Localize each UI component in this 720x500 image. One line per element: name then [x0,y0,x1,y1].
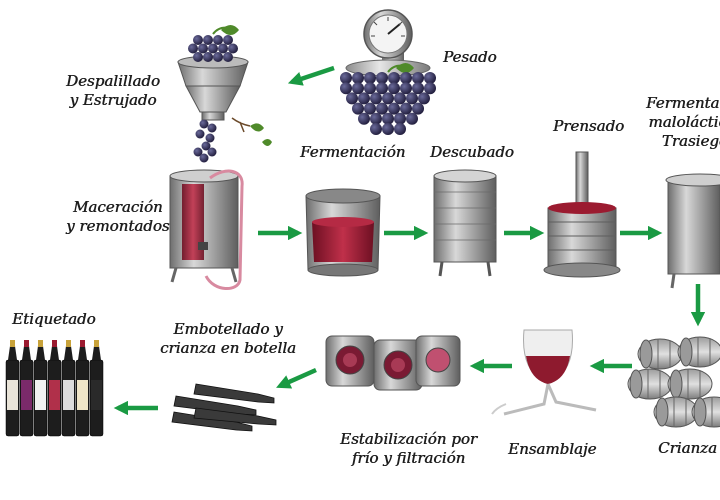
fermentation-vat-icon [305,188,381,277]
wine-press-icon [543,151,621,278]
stabilization-drums-icon [325,335,461,391]
label-ensamblaje: Ensamblaje [508,440,597,458]
label-estabilizacion: Estabilización por frío y filtración [340,430,477,468]
stem-leaf-icon [231,117,272,146]
falling-grapes-icon [193,119,217,163]
label-malolactica: Fermentación maloláctica y Trasiegos [646,94,720,151]
label-despalillado-line2: y Estrujado [69,91,157,109]
label-descubado: Descubado [430,143,514,161]
scale-icon [345,9,431,77]
label-maceracion: Maceración y remontados [66,198,170,236]
drain-tank-icon [433,169,497,277]
label-maceracion-line2: y remontados [66,217,170,235]
label-etiquetado: Etiquetado [12,310,96,328]
label-pesado: Pesado [443,48,497,66]
malolactic-tank-icon [665,173,720,289]
label-embotellado-line2: crianza en botella [160,339,296,357]
barrels-icon [627,336,720,428]
arrow-pesado-to-despalillado [287,65,335,86]
grape-bunch-icon [340,63,436,135]
label-malolactica-line1: Fermentación [646,94,720,112]
grape-bunch-small-icon [188,25,239,62]
label-embotellado: Embotellado y crianza en botella [160,320,296,358]
arrow-estabilizacion-to-embotellado [276,367,317,389]
label-malolactica-line3: Trasiegos [661,132,720,150]
label-malolactica-line2: maloláctica y [648,113,720,131]
label-estabilizacion-line1: Estabilización por [340,430,477,448]
label-fermentacion: Fermentación [300,143,406,161]
destemmer-hopper-icon [177,55,249,121]
label-crianza: Crianza [658,439,717,457]
label-estabilizacion-line2: frío y filtración [351,449,466,467]
label-despalillado-line1: Despalillado [66,72,160,90]
maceration-tank-icon [169,169,244,290]
wine-glass-icon [491,329,597,416]
bottles-lying-icon [171,383,277,432]
flow-arrows [113,65,706,416]
label-maceracion-line1: Maceración [72,198,163,216]
label-embotellado-line1: Embotellado y [173,320,283,338]
labeled-bottles-icon [5,340,104,437]
label-prensado: Prensado [553,117,625,135]
label-despalillado: Despalillado y Estrujado [66,72,160,110]
